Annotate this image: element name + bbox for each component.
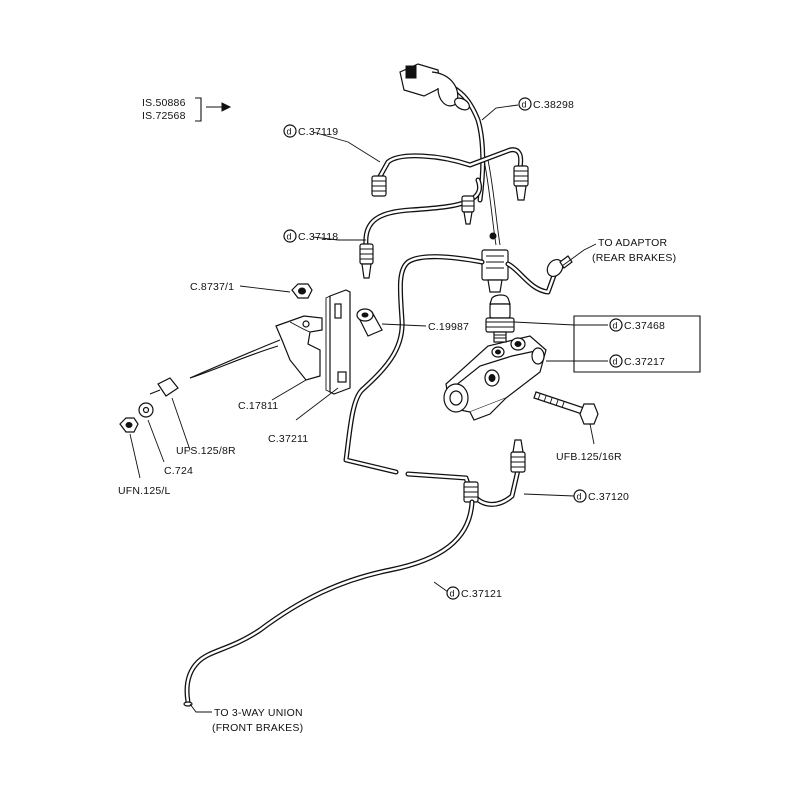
serial-reference: IS.50886 IS.72568 xyxy=(142,97,232,122)
label-c37118: d C.37118 xyxy=(283,229,338,243)
leader-ufs125 xyxy=(171,397,191,451)
label-front-brakes: TO 3-WAY UNION (FRONT BRAKES) xyxy=(212,707,303,734)
bolt-ufb125 xyxy=(533,391,599,425)
leader-lines xyxy=(129,104,701,713)
d-marker-icon xyxy=(518,97,532,111)
leader-c8737 xyxy=(239,285,291,293)
label-ufb125: UFB.125/16R xyxy=(556,451,622,463)
pipe-c37121 xyxy=(183,499,475,707)
label-c37119-text: C.37119 xyxy=(298,126,338,138)
d-marker-text: d xyxy=(287,127,292,137)
label-c19987: C.19987 xyxy=(428,321,469,333)
bracket-c37211 xyxy=(325,289,351,395)
leader-c37118 xyxy=(312,236,366,241)
leader-c37468 xyxy=(513,321,608,326)
serial-ref-arrow-head-icon xyxy=(221,102,232,112)
label-c37468: d C.37468 xyxy=(609,318,665,332)
serial-ref-line1: IS.50886 xyxy=(142,97,186,109)
label-c37468-text: C.37468 xyxy=(624,320,665,332)
pipe-c37120 xyxy=(405,439,526,507)
leader-front-brakes xyxy=(189,703,212,713)
clip-c17811 xyxy=(189,315,323,381)
label-c38298-text: C.38298 xyxy=(533,99,574,111)
label-c37119: d C.37119 xyxy=(283,124,338,138)
leader-c37121 xyxy=(433,581,449,593)
d-marker-text: d xyxy=(450,589,455,599)
label-front-brakes-line2: (FRONT BRAKES) xyxy=(212,722,303,734)
callout-labels: d C.38298 d C.37119 d C.37118 TO ADAPTOR… xyxy=(118,97,676,734)
leader-ufb125 xyxy=(589,423,595,445)
label-c37121-text: C.37121 xyxy=(461,588,502,600)
leader-c37211 xyxy=(295,387,339,421)
serial-ref-bracket xyxy=(195,97,202,122)
valve-c37217 xyxy=(443,335,547,421)
d-marker-text: d xyxy=(577,492,582,502)
d-marker-text: d xyxy=(613,357,618,367)
d-marker-text: d xyxy=(522,100,527,110)
label-ufs125: UFS.125/8R xyxy=(176,445,236,457)
bracket-box xyxy=(573,315,701,373)
label-c37217-text: C.37217 xyxy=(624,356,665,368)
label-c37217: d C.37217 xyxy=(609,354,665,368)
serial-ref-line2: IS.72568 xyxy=(142,110,186,122)
leader-c17811 xyxy=(271,379,307,401)
label-to-adaptor-line2: (REAR BRAKES) xyxy=(592,252,676,264)
label-c37118-text: C.37118 xyxy=(298,231,338,243)
leader-c37120 xyxy=(523,493,575,497)
leader-c38298 xyxy=(481,104,519,121)
leader-c724 xyxy=(147,419,165,463)
label-front-brakes-line1: TO 3-WAY UNION xyxy=(214,707,303,719)
label-c37120-text: C.37120 xyxy=(588,491,629,503)
d-marker-icon xyxy=(446,586,460,600)
nut-c8737 xyxy=(291,283,313,299)
pipe-c37118 xyxy=(359,177,483,279)
switch-c37468 xyxy=(485,294,515,343)
d-marker-icon xyxy=(573,489,587,503)
label-ufn125: UFN.125/L xyxy=(118,485,171,497)
label-to-adaptor-line1: TO ADAPTOR xyxy=(598,237,668,249)
pipe-c37119 xyxy=(371,147,529,201)
brake-switch-harness xyxy=(399,63,501,246)
label-to-adaptor: TO ADAPTOR (REAR BRAKES) xyxy=(592,237,676,264)
spacer-c19987 xyxy=(356,308,383,337)
leader-c37119 xyxy=(312,131,381,163)
label-c37120: d C.37120 xyxy=(573,489,629,503)
d-marker-icon xyxy=(283,229,297,243)
fasteners-left xyxy=(119,377,179,433)
label-c17811: C.17811 xyxy=(238,400,278,412)
d-marker-icon xyxy=(609,354,623,368)
d-marker-icon xyxy=(283,124,297,138)
label-c8737: C.8737/1 xyxy=(190,281,234,293)
leader-c19987 xyxy=(381,323,427,327)
switch-connector-block xyxy=(481,232,509,293)
label-c37121: d C.37121 xyxy=(446,586,502,600)
d-marker-text: d xyxy=(613,321,618,331)
label-c724: C.724 xyxy=(164,465,193,477)
d-marker-text: d xyxy=(287,232,292,242)
leader-to-adaptor xyxy=(561,243,597,267)
label-c37211: C.37211 xyxy=(268,433,308,445)
d-marker-icon xyxy=(609,318,623,332)
pipe-rear-brakes xyxy=(343,254,573,475)
leader-ufn125 xyxy=(129,433,141,479)
label-c38298: d C.38298 xyxy=(518,97,574,111)
